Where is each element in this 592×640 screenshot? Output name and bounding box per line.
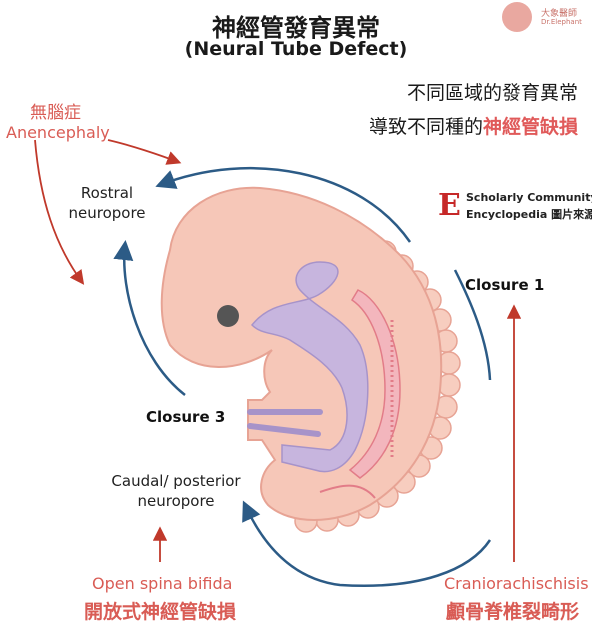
arrow-caudal — [242, 500, 492, 587]
description-highlight: 神經管缺損 — [482, 116, 578, 138]
source-line2: Encyclopedia 圖片來源 — [466, 208, 592, 221]
description-prefix: 導致不同種的 — [368, 116, 483, 138]
rostral-line1: Rostral — [80, 184, 134, 202]
embryo-body — [160, 186, 443, 521]
brand-name-cn: 大象醫師 — [541, 9, 578, 19]
cranio-en-label: Craniorachischisis — [444, 574, 589, 593]
arrow-rostral — [155, 166, 412, 243]
closure3-label: Closure 3 — [146, 408, 226, 426]
caudal-line1: Caudal/ posterior — [111, 472, 241, 490]
description-line2: 導致不同種的神經管缺損 — [369, 112, 578, 139]
neural-tube — [250, 261, 369, 473]
page-subtitle: (Neural Tube Defect) — [184, 38, 408, 60]
brand-logo-icon — [502, 2, 532, 32]
arrow-anencephaly-1 — [107, 139, 182, 165]
arrow-closure3 — [113, 240, 186, 396]
caudal-tubes — [247, 409, 323, 437]
arrow-anencephaly-2 — [34, 139, 85, 285]
page-title: 神經管發育異常 — [212, 14, 380, 42]
anencephaly-en-label: Anencephaly — [6, 123, 110, 142]
heart-tube — [348, 289, 401, 479]
spina-cn-label: 開放式神經管缺損 — [84, 601, 237, 623]
closure1-label: Closure 1 — [465, 276, 545, 294]
source-line1: Scholarly Community — [466, 191, 592, 204]
anencephaly-cn-label: 無腦症 — [30, 103, 81, 123]
brand-name-en: Dr.Elephant — [541, 18, 582, 26]
rostral-line2: neuropore — [68, 204, 146, 222]
description-line1: 不同區域的發育異常 — [406, 82, 578, 104]
source-logo-icon: E — [438, 188, 461, 223]
eye — [217, 305, 239, 327]
arrow-closure1-back — [453, 269, 492, 381]
spina-en-label: Open spina bifida — [92, 574, 233, 593]
caudal-line2: neuropore — [137, 492, 215, 510]
cranio-cn-label: 顱骨脊椎裂畸形 — [446, 601, 580, 623]
